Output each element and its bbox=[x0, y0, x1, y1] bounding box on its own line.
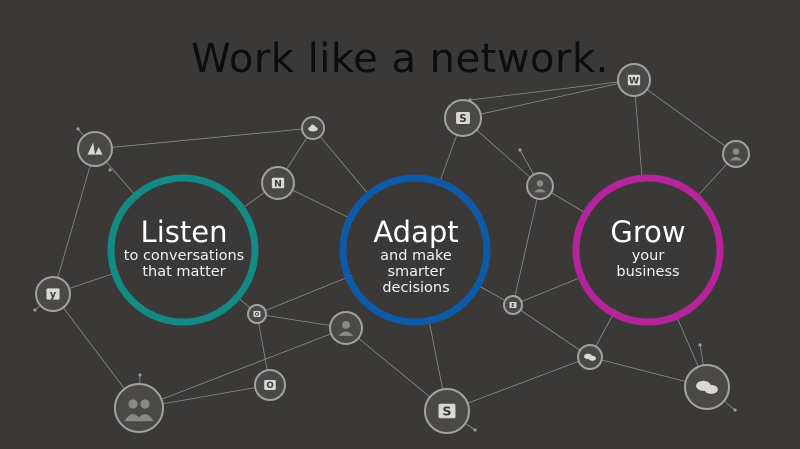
network-link bbox=[138, 327, 347, 409]
network-link bbox=[94, 127, 314, 150]
svg-text:y: y bbox=[50, 290, 57, 301]
outlook-icon: O bbox=[254, 369, 286, 401]
network-link bbox=[446, 356, 591, 412]
sharepoint-icon: S bbox=[424, 388, 470, 434]
adapt-ring bbox=[339, 174, 491, 326]
network-dot bbox=[108, 168, 112, 172]
dynamics-icon bbox=[77, 131, 113, 167]
exchange-icon: E bbox=[503, 295, 523, 315]
grow-heading: Grow bbox=[610, 215, 686, 249]
network-link bbox=[633, 79, 737, 155]
chat-bubbles-icon bbox=[684, 364, 730, 410]
grow-subtitle: your business bbox=[616, 248, 680, 280]
listen-label: Listen to conversations that matter bbox=[104, 216, 264, 280]
lync-icon bbox=[577, 344, 603, 370]
group-photo-icon bbox=[114, 383, 164, 433]
slide-title: Work like a network. bbox=[191, 36, 609, 82]
onedrive-icon bbox=[301, 116, 325, 140]
person-icon bbox=[526, 172, 554, 200]
network-dot bbox=[518, 148, 522, 152]
adapt-subtitle: and make smarter decisions bbox=[380, 248, 452, 296]
grow-ring-fill bbox=[580, 182, 716, 318]
outlook-icon: O bbox=[247, 304, 267, 324]
grow-label: Grow your business bbox=[568, 216, 728, 280]
network-dot bbox=[138, 373, 142, 377]
person-icon bbox=[329, 311, 363, 345]
listen-ring-fill bbox=[115, 182, 251, 318]
adapt-label: Adapt and make smarter decisions bbox=[336, 216, 496, 296]
onenote-icon: N bbox=[261, 166, 295, 200]
yammer-icon: y bbox=[35, 276, 71, 312]
network-dot bbox=[698, 343, 702, 347]
network-link bbox=[462, 79, 635, 119]
svg-text:N: N bbox=[274, 178, 282, 189]
svg-text:O: O bbox=[266, 381, 273, 391]
skype-icon: S bbox=[444, 99, 482, 137]
svg-text:O: O bbox=[255, 312, 260, 318]
grow-ring bbox=[572, 174, 724, 326]
word-icon: W bbox=[617, 63, 651, 97]
svg-text:E: E bbox=[511, 303, 515, 309]
svg-text:S: S bbox=[459, 113, 466, 125]
network-link bbox=[469, 79, 635, 101]
network-dot bbox=[33, 308, 37, 312]
svg-text:S: S bbox=[442, 404, 451, 419]
network-link bbox=[52, 148, 96, 295]
listen-subtitle: to conversations that matter bbox=[123, 248, 245, 280]
network-dot bbox=[733, 408, 737, 412]
svg-text:W: W bbox=[629, 75, 639, 86]
person-icon bbox=[722, 140, 750, 168]
listen-heading: Listen bbox=[140, 215, 228, 249]
listen-ring bbox=[107, 174, 259, 326]
network-link bbox=[512, 185, 541, 306]
adapt-heading: Adapt bbox=[373, 215, 459, 249]
adapt-ring-fill bbox=[347, 182, 483, 318]
network-dot bbox=[473, 428, 477, 432]
network-link bbox=[512, 304, 591, 358]
network-dot bbox=[76, 127, 80, 131]
